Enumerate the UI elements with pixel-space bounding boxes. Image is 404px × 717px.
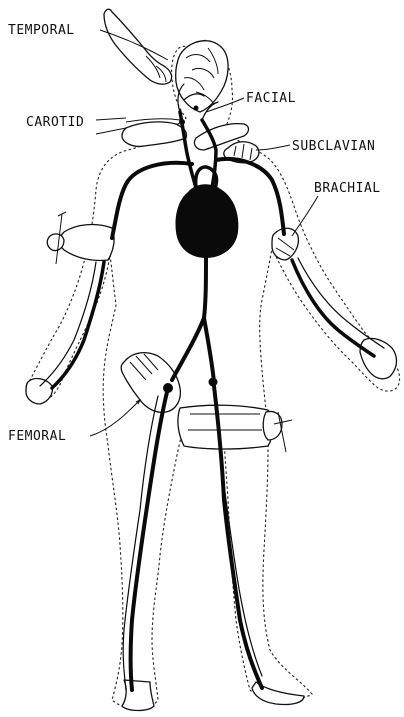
heart	[176, 184, 239, 258]
label-facial: FACIAL	[246, 91, 296, 106]
label-carotid: CAROTID	[26, 115, 84, 130]
arteries	[40, 84, 384, 690]
head-sketch	[176, 41, 228, 112]
brachial-leader	[292, 196, 318, 236]
temporal-hand	[104, 9, 172, 84]
thigh-tourniquet	[178, 405, 292, 452]
carotid-hand	[96, 118, 249, 150]
left-hand	[26, 379, 52, 404]
femoral-hand	[121, 353, 180, 413]
label-femoral: FEMORAL	[8, 429, 66, 444]
femoral-leader	[90, 400, 140, 436]
label-subclavian: SUBCLAVIAN	[292, 139, 375, 154]
left-arm-tourniquet	[47, 212, 114, 264]
subclavian-leader	[256, 145, 290, 150]
label-brachial: BRACHIAL	[314, 181, 381, 196]
label-temporal: TEMPORAL	[8, 23, 75, 38]
left-foot	[122, 680, 154, 711]
